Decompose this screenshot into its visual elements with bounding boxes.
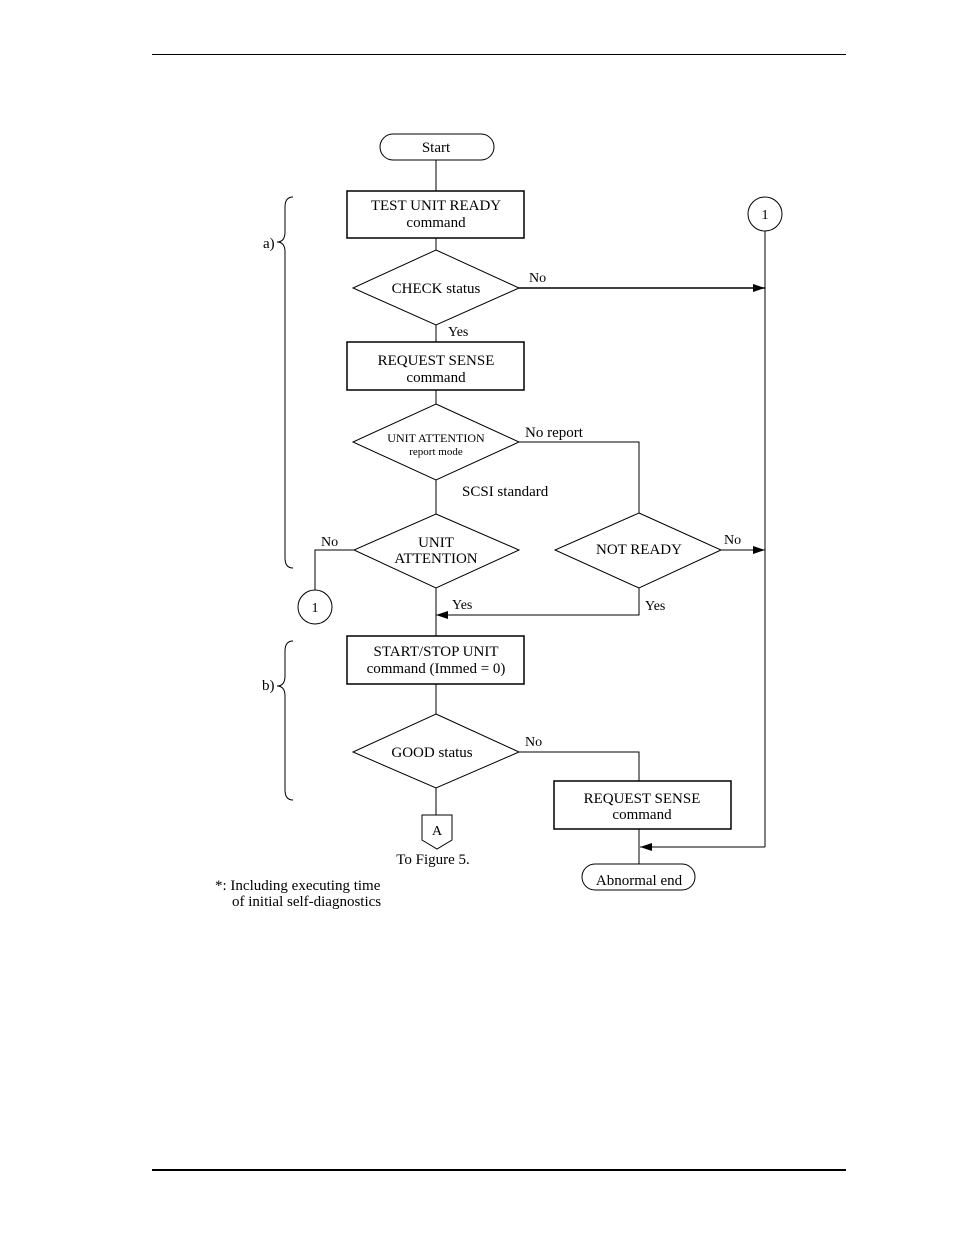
connector-1-left-label: 1 [312,601,319,616]
footnote-line2: of initial self-diagnostics [232,894,381,910]
footnote-line1: *: Including executing time [215,878,381,894]
good-status-decision: GOOD status [351,713,521,789]
off-page-connector-a: A [421,814,453,850]
unit-attention-no-label: No [321,535,338,550]
start-terminal: Start [379,133,495,161]
abnormal-end-terminal: Abnormal end [581,863,696,891]
to-figure-label: To Figure 5. [396,852,470,868]
no-report-label: No report [525,425,584,441]
test-unit-ready-line2: command [406,215,466,231]
not-ready-label: NOT READY [596,542,682,558]
connector-1-right-label: 1 [762,208,769,223]
test-unit-ready-box: TEST UNIT READY command [346,190,525,239]
not-ready-no-label: No [724,533,741,548]
brace-b [276,640,294,801]
report-mode-line2: report mode [409,446,463,458]
unit-attention-yes-label: Yes [452,598,472,613]
unit-attention-decision: UNIT ATTENTION [352,513,521,589]
brace-a [276,196,294,569]
request-sense-1-line1: REQUEST SENSE [378,353,495,369]
connector-1-left: 1 [297,589,333,625]
report-mode-line1: UNIT ATTENTION [387,431,485,445]
start-label: Start [422,140,451,156]
not-ready-decision: NOT READY [553,512,723,589]
scsi-standard-label: SCSI standard [462,484,549,500]
start-stop-line1: START/STOP UNIT [374,644,499,660]
not-ready-yes-label: Yes [645,599,665,614]
request-sense-1-line2: command [406,370,466,386]
abnormal-end-label: Abnormal end [596,873,683,889]
bracket-b-label: b) [262,678,275,694]
bracket-a-label: a) [263,236,275,252]
connector-1-right: 1 [747,196,783,232]
request-sense-box-2: REQUEST SENSE command [553,780,732,830]
footer-rule [152,1169,846,1171]
check-status-no-label: No [529,271,546,286]
header-rule [152,54,846,55]
unit-attention-line1: UNIT [418,535,454,551]
check-status-decision: CHECK status [351,249,521,326]
request-sense-box-1: REQUEST SENSE command [346,341,525,391]
check-status-label: CHECK status [392,281,481,297]
request-sense-2-line1: REQUEST SENSE [584,791,701,807]
connector-a-label: A [432,824,443,839]
start-stop-line2: command (Immed = 0) [367,661,506,677]
start-stop-unit-box: START/STOP UNIT command (Immed = 0) [346,635,525,685]
test-unit-ready-line1: TEST UNIT READY [371,198,501,214]
unit-attention-report-mode-decision: UNIT ATTENTION report mode [351,403,521,481]
request-sense-2-line2: command [612,807,672,823]
good-status-no-label: No [525,735,542,750]
unit-attention-line2: ATTENTION [394,551,477,567]
check-status-yes-label: Yes [448,325,468,340]
good-status-label: GOOD status [391,745,472,761]
connector-lines [314,160,766,864]
